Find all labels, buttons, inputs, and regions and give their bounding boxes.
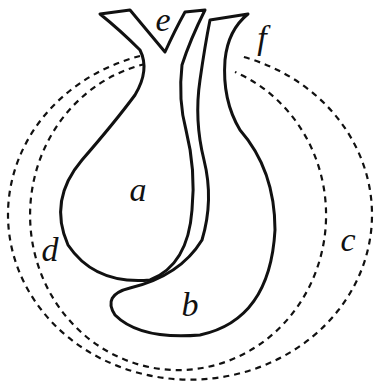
part-letter: a	[130, 173, 147, 207]
part-letter: e	[155, 3, 170, 37]
part-letter: c	[340, 223, 355, 257]
sac-outline	[61, 10, 205, 281]
part-letter: b	[182, 288, 199, 322]
part-letter: f	[257, 21, 266, 55]
sac-outline	[111, 14, 275, 336]
part-letter: d	[42, 233, 59, 267]
